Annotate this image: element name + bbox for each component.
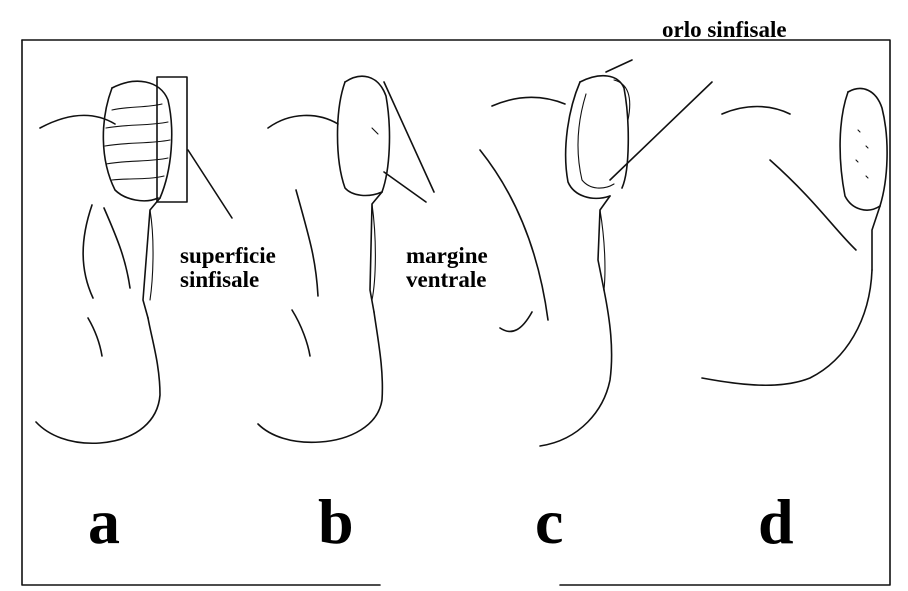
symphyseal-surface-box xyxy=(157,77,232,218)
label-line: margine xyxy=(406,244,488,268)
pubis-drawing-c xyxy=(480,76,630,446)
symphyseal-surface-label: superficie sinfisale xyxy=(180,244,276,292)
pubis-drawing-d xyxy=(702,89,887,386)
panel-letter-c: c xyxy=(535,490,563,554)
panel-letter-a: a xyxy=(88,490,120,554)
panel-letter-d: d xyxy=(758,490,794,554)
pubis-drawing-b xyxy=(258,76,389,442)
pubis-drawing-a xyxy=(36,81,172,443)
label-line: superficie xyxy=(180,244,276,268)
ventral-margin-label: margine ventrale xyxy=(406,244,488,292)
panel-letter-b: b xyxy=(318,490,354,554)
label-line: ventrale xyxy=(406,268,488,292)
symphyseal-rim-label: orlo sinfisale xyxy=(662,18,787,42)
ventral-margin-pointers xyxy=(384,82,434,202)
symphyseal-rim-pointers xyxy=(606,60,712,180)
label-line: sinfisale xyxy=(180,268,276,292)
